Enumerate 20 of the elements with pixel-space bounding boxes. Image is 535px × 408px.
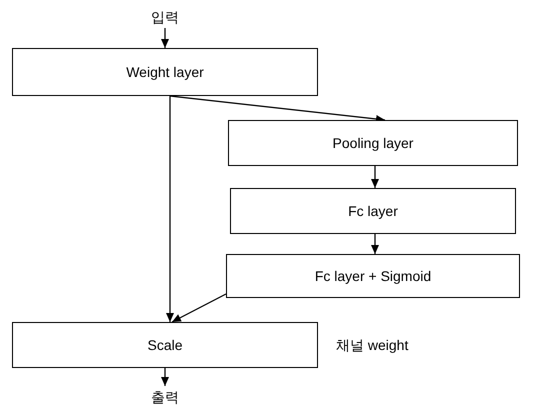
layer-label: Scale xyxy=(147,336,183,354)
arrow xyxy=(161,28,169,48)
layer-box xyxy=(12,48,318,96)
layer-label: Fc layer xyxy=(348,202,398,221)
layer-label: Fc layer + Sigmoid xyxy=(314,266,432,286)
annotation: 채널 weight xyxy=(336,336,408,355)
layer-label: Weight layer xyxy=(126,62,204,82)
layer-box xyxy=(226,254,520,298)
arrow xyxy=(170,95,386,123)
io-label: 출력 xyxy=(145,386,185,408)
arrow xyxy=(172,293,226,323)
io-label: 입력 xyxy=(145,6,185,28)
layer-label: Pooling layer xyxy=(332,134,414,153)
arrow xyxy=(371,234,379,254)
layer-box xyxy=(12,322,318,368)
layer-box xyxy=(228,120,518,166)
arrow xyxy=(166,96,174,322)
layer-box xyxy=(230,188,516,234)
arrow xyxy=(371,166,379,188)
arrow xyxy=(161,368,169,386)
